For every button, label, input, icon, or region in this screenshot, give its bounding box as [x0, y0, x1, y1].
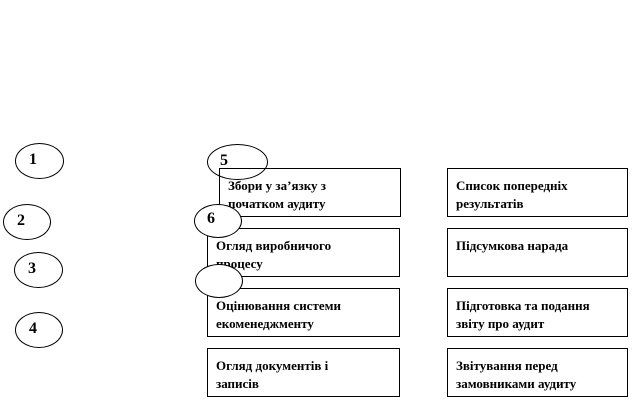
step-ellipse-5 — [207, 144, 268, 180]
step-ellipse-7 — [195, 264, 243, 298]
step-box-text-line2: процесу — [216, 256, 263, 271]
step-number-3: 3 — [28, 260, 36, 277]
result-box-text-line1: Список попередніх — [456, 178, 568, 193]
step-ellipse-2 — [3, 204, 51, 240]
result-box-text-line2: звіту про аудит — [456, 316, 545, 331]
step-box-text-line2: початком аудиту — [228, 196, 326, 211]
step-box-process-review: Огляд виробничого процесу — [207, 228, 400, 277]
step-box-text-line1: Оцінювання системи — [216, 298, 341, 313]
step-number-2: 2 — [17, 212, 25, 229]
result-box-audit-report: Підготовка та подання звіту про аудит — [447, 288, 628, 337]
step-box-ems-assessment: Оцінювання системи екоменеджменту — [207, 288, 400, 337]
step-box-text-line2: записів — [216, 376, 259, 391]
result-box-text-line2: результатів — [456, 196, 524, 211]
step-box-document-review: Огляд документів і записів — [207, 348, 400, 397]
step-number-1: 1 — [29, 151, 37, 168]
result-box-text-line1: Підсумкова нарада — [456, 238, 569, 253]
step-number-4: 4 — [29, 320, 37, 337]
step-box-text-line2: екоменеджменту — [216, 316, 314, 331]
step-ellipse-3 — [14, 252, 63, 288]
result-box-text-line1: Звітування перед — [456, 358, 558, 373]
step-number-5: 5 — [220, 152, 228, 169]
step-box-opening-meeting: Збори у заʼязку з початком аудиту — [219, 168, 401, 217]
step-box-text-line1: Огляд документів і — [216, 358, 329, 373]
result-box-preliminary-list: Список попередніх результатів — [447, 168, 628, 217]
step-box-text-line1: Збори у заʼязку з — [228, 178, 327, 193]
step-number-6: 6 — [207, 210, 215, 227]
step-ellipse-4 — [15, 312, 63, 348]
result-box-text-line1: Підготовка та подання — [456, 298, 590, 313]
step-ellipse-6 — [194, 204, 242, 238]
result-box-closing-meeting: Підсумкова нарада — [447, 228, 628, 277]
result-box-client-reporting: Звітування перед замовниками аудиту — [447, 348, 628, 397]
step-box-text-line1: Огляд виробничого — [216, 238, 332, 253]
result-box-text-line2: замовниками аудиту — [456, 376, 577, 391]
step-ellipse-1 — [15, 143, 64, 179]
